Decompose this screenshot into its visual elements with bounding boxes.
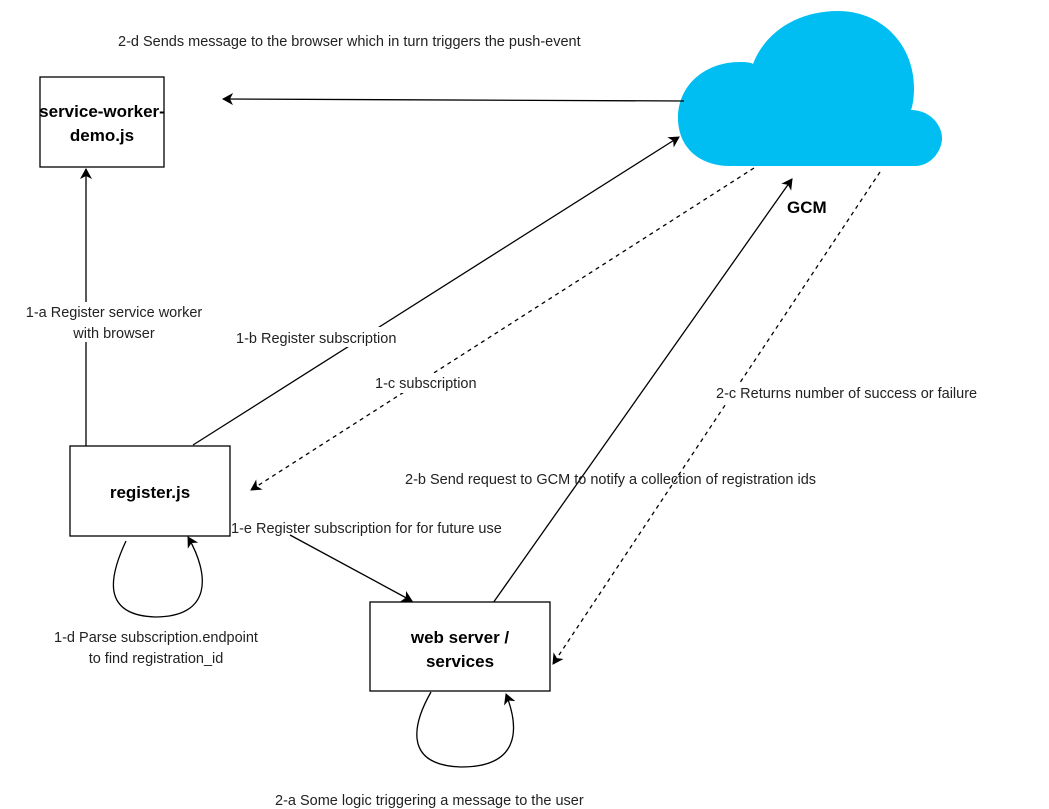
edge-1e	[289, 534, 413, 602]
edge-2a	[416, 691, 516, 768]
web-server-label-line-1: web server /	[410, 628, 510, 647]
cloud-icon	[678, 11, 942, 166]
edge-2c-label-bg	[714, 383, 1047, 403]
edge-1d	[112, 536, 203, 618]
edge-2a-label: 2-a Some logic triggering a message to t…	[275, 793, 584, 809]
edge-1c-label: 1-c subscription	[375, 376, 477, 392]
edge-1c	[250, 167, 755, 491]
web-server-box	[369, 601, 551, 692]
register-box	[69, 445, 231, 537]
register-node[interactable]: register.js	[69, 445, 231, 537]
edge-1a-label-line-1: 1-a Register service worker	[26, 305, 203, 321]
gcm-cloud-node[interactable]: GCM	[678, 11, 942, 217]
edge-1e-line	[289, 534, 413, 602]
service-worker-box	[39, 76, 165, 168]
edge-1d-label-line-1: 1-d Parse subscription.endpoint	[54, 630, 258, 646]
web-server-node[interactable]: web server / services	[369, 601, 551, 692]
edge-1e-label: 1-e Register subscription for for future…	[231, 521, 502, 537]
service-worker-node[interactable]: service-worker- demo.js	[39, 76, 165, 168]
edge-2c-label: 2-c Returns number of success or failure	[716, 386, 977, 402]
register-label: register.js	[110, 483, 190, 502]
edge-2d	[222, 93, 685, 106]
edge-1b-line	[192, 136, 680, 446]
edge-2b-label: 2-b Send request to GCM to notify a coll…	[405, 472, 816, 488]
edge-2d-line	[222, 93, 685, 106]
edge-1c-line	[250, 167, 755, 491]
gcm-label: GCM	[787, 198, 827, 217]
edge-2b	[492, 178, 793, 604]
edge-1b	[192, 136, 680, 446]
edge-1d-loop	[112, 536, 203, 618]
edge-1a-label-bg	[2, 302, 228, 342]
edge-2a-loop	[416, 691, 516, 768]
edge-1a-label-line-2: with browser	[72, 326, 155, 342]
service-worker-label-line-2: demo.js	[70, 126, 134, 145]
edge-1b-label: 1-b Register subscription	[236, 331, 396, 347]
edge-2b-line	[492, 178, 793, 604]
edge-2c-line	[552, 171, 881, 665]
web-server-label-line-2: services	[426, 652, 494, 671]
edge-2d-label: 2-d Sends message to the browser which i…	[118, 34, 581, 50]
edge-2c	[552, 171, 881, 665]
edge-1b-label-bg	[234, 327, 412, 347]
service-worker-label-line-1: service-worker-	[39, 102, 165, 121]
edge-1c-label-bg	[373, 373, 486, 393]
edge-1d-label-line-2: to find registration_id	[89, 651, 224, 667]
